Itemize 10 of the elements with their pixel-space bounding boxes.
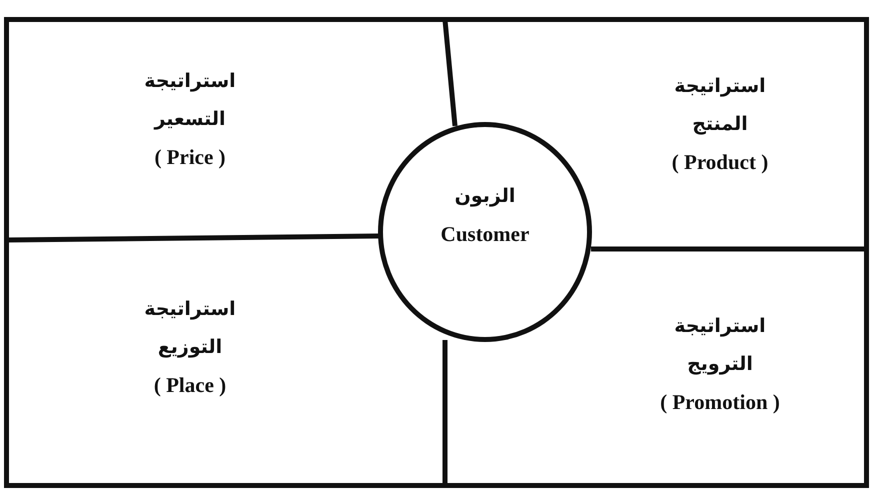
english-label: ( Price ) (153, 144, 227, 171)
english-label: Customer (440, 221, 530, 248)
english-label: ( Promotion ) (659, 389, 781, 416)
english-label: ( Place ) (152, 372, 228, 399)
arabic-label: استراتيجة الترويج (673, 314, 767, 377)
english-label: ( Product ) (670, 149, 770, 176)
arabic-label: استراتيجة التسعير (143, 69, 237, 132)
arabic-label: استراتيجة المنتج (673, 74, 767, 137)
arabic-label: استراتيجة التوزيع (143, 297, 237, 360)
arabic-label: الزبون (454, 184, 516, 209)
